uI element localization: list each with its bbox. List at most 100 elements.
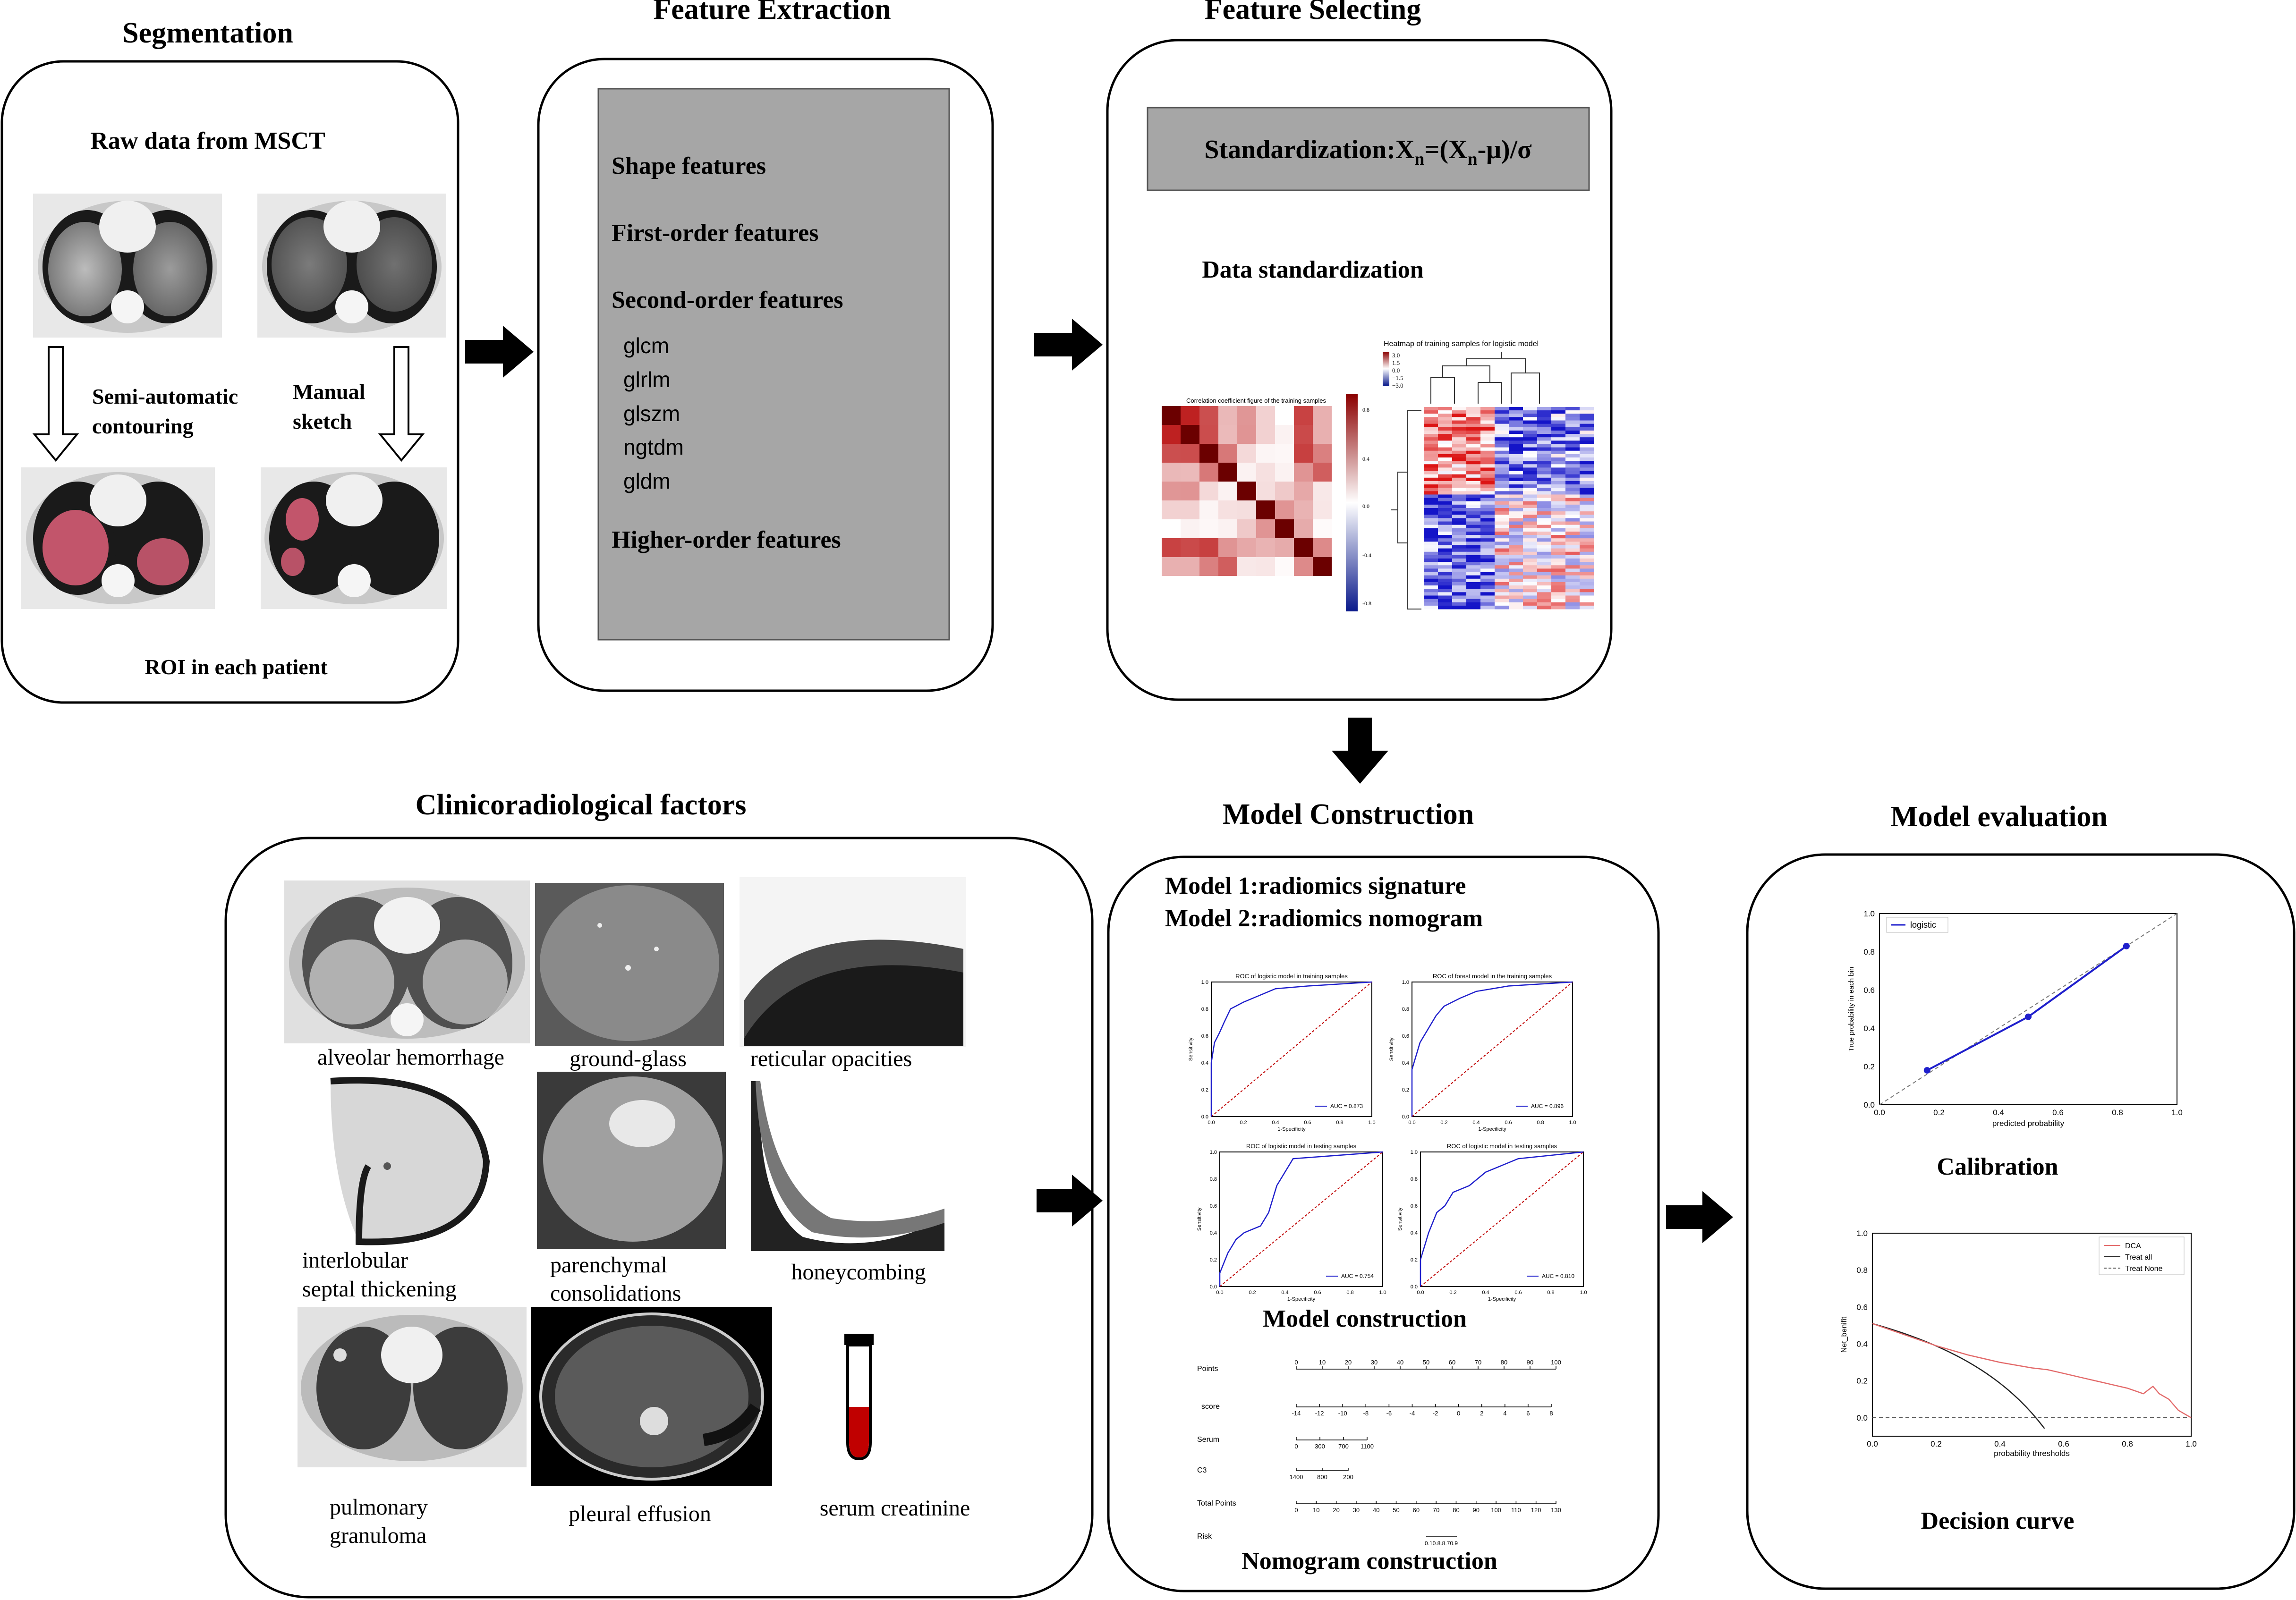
dca-ytick: 0.0 <box>1856 1414 1868 1422</box>
heatmap-cell <box>1523 599 1538 603</box>
heatmap-cell <box>1551 521 1566 525</box>
heatmap-cell <box>1551 545 1566 549</box>
heatmap-cell <box>1509 599 1523 603</box>
heatmap-cell <box>1551 410 1566 414</box>
heatmap-cell <box>1424 531 1438 535</box>
heatmap-cell <box>1438 407 1453 411</box>
roc-ytick: 0.2 <box>1201 1087 1208 1093</box>
heatmap-cell <box>1480 420 1495 424</box>
heatmap-cell <box>1523 477 1538 482</box>
heatmap-cell <box>1424 434 1438 438</box>
calib-xlabel: predicted probability <box>1992 1119 2065 1128</box>
heatmap-cell <box>1480 491 1495 495</box>
cbar-tick-3: -0.4 <box>1362 552 1371 559</box>
heatmap-cell <box>1424 457 1438 461</box>
heatmap-cell <box>1495 454 1509 458</box>
heatmap-cell <box>1480 508 1495 512</box>
heatmap-cell <box>1424 407 1438 411</box>
extraction-title: Feature Extraction <box>653 0 891 25</box>
roc-xtick: 0.0 <box>1216 1290 1223 1295</box>
roc-ytick: 1.0 <box>1210 1150 1217 1155</box>
cap-granuloma-1: pulmonary <box>330 1495 428 1520</box>
roc-ytick: 0.8 <box>1210 1177 1217 1182</box>
heatmap-cell <box>1452 582 1467 586</box>
heatmap-cell <box>1452 599 1467 603</box>
roc-ytick: 0.0 <box>1402 1114 1409 1120</box>
corr-cell <box>1275 406 1294 425</box>
heatmap-cell <box>1480 515 1495 518</box>
nomogram-tick-label: 0 <box>1294 1507 1298 1514</box>
heatmap-cell <box>1466 562 1481 566</box>
heatmap-cell <box>1480 521 1495 525</box>
calib-diagonal <box>1879 913 2177 1105</box>
roc-xtick: 0.2 <box>1449 1290 1456 1295</box>
heatmap-cell <box>1565 595 1580 600</box>
heatmap-cell <box>1480 538 1495 542</box>
corr-cell <box>1294 425 1313 444</box>
heatmap-cell <box>1424 568 1438 573</box>
heatmap-cell <box>1495 464 1509 468</box>
heatmap-cell <box>1438 491 1453 495</box>
heatmap-cell <box>1466 414 1481 417</box>
heatmap-cell <box>1551 585 1566 589</box>
label-semi-2: contouring <box>92 414 194 438</box>
nomogram-tick-label: 0 <box>1294 1359 1298 1366</box>
heatmap-cell <box>1466 525 1481 529</box>
heatmap-cell <box>1452 434 1467 438</box>
heatmap-cell <box>1537 417 1552 421</box>
dca-xtick: 1.0 <box>2185 1439 2197 1448</box>
heatmap-cell <box>1438 471 1453 475</box>
heatmap-cell <box>1452 410 1467 414</box>
ct-raw-1 <box>33 194 222 338</box>
heatmap-cell <box>1580 521 1594 525</box>
heatmap-cell <box>1424 589 1438 593</box>
heatmap-cell <box>1495 568 1509 573</box>
heatmap-cell <box>1537 572 1552 576</box>
heatmap-cell <box>1523 427 1538 431</box>
corr-cell <box>1275 538 1294 557</box>
corr-cell <box>1181 519 1199 538</box>
heatmap-cell <box>1509 559 1523 562</box>
heatmap-cell <box>1565 474 1580 478</box>
std-label: Data standardization <box>1202 256 1424 283</box>
corr-cell <box>1218 406 1237 425</box>
corr-cell <box>1199 482 1218 500</box>
corr-cell <box>1275 500 1294 519</box>
heatmap-cell <box>1424 467 1438 472</box>
roc-title: ROC of logistic model in training sample… <box>1235 973 1348 980</box>
heatmap-cell <box>1523 528 1538 532</box>
heatmap-cell <box>1580 437 1594 441</box>
heatmap-cell <box>1424 474 1438 478</box>
heatmap-cell <box>1424 521 1438 525</box>
dca-frame <box>1872 1233 2192 1437</box>
img-granuloma <box>298 1307 527 1467</box>
corr-cell <box>1256 482 1275 500</box>
heatmap-cell <box>1551 420 1566 424</box>
heatmap-cell <box>1551 444 1566 448</box>
heatmap-cell <box>1495 437 1509 441</box>
corr-cell <box>1218 444 1237 463</box>
heatmap-cell <box>1495 589 1509 593</box>
heatmap-cell <box>1495 477 1509 482</box>
heatmap-cell <box>1438 602 1453 606</box>
heatmap-cell <box>1495 450 1509 455</box>
heatmap-cell <box>1565 447 1580 451</box>
heatmap-cell <box>1424 491 1438 495</box>
nomogram-tick-label: 200 <box>1343 1473 1353 1481</box>
heatmap-cell <box>1466 491 1481 495</box>
heatmap-cell <box>1551 454 1566 458</box>
heatmap-cell <box>1452 454 1467 458</box>
heatmap-cell <box>1495 407 1509 411</box>
corr-cell <box>1237 519 1256 538</box>
roc-ytick: 1.0 <box>1201 980 1208 985</box>
heatmap-cell <box>1480 407 1495 411</box>
heatmap-cell <box>1537 488 1552 491</box>
roc-ytick: 0.2 <box>1411 1257 1418 1263</box>
evaluation-title: Model evaluation <box>1890 801 2108 833</box>
heatmap-cell <box>1495 595 1509 600</box>
heatmap-cell <box>1424 599 1438 603</box>
heatmap-cell <box>1466 494 1481 499</box>
heatmap-cell <box>1438 498 1453 502</box>
heatmap-cell <box>1495 461 1509 465</box>
heatmap-cell <box>1537 420 1552 424</box>
